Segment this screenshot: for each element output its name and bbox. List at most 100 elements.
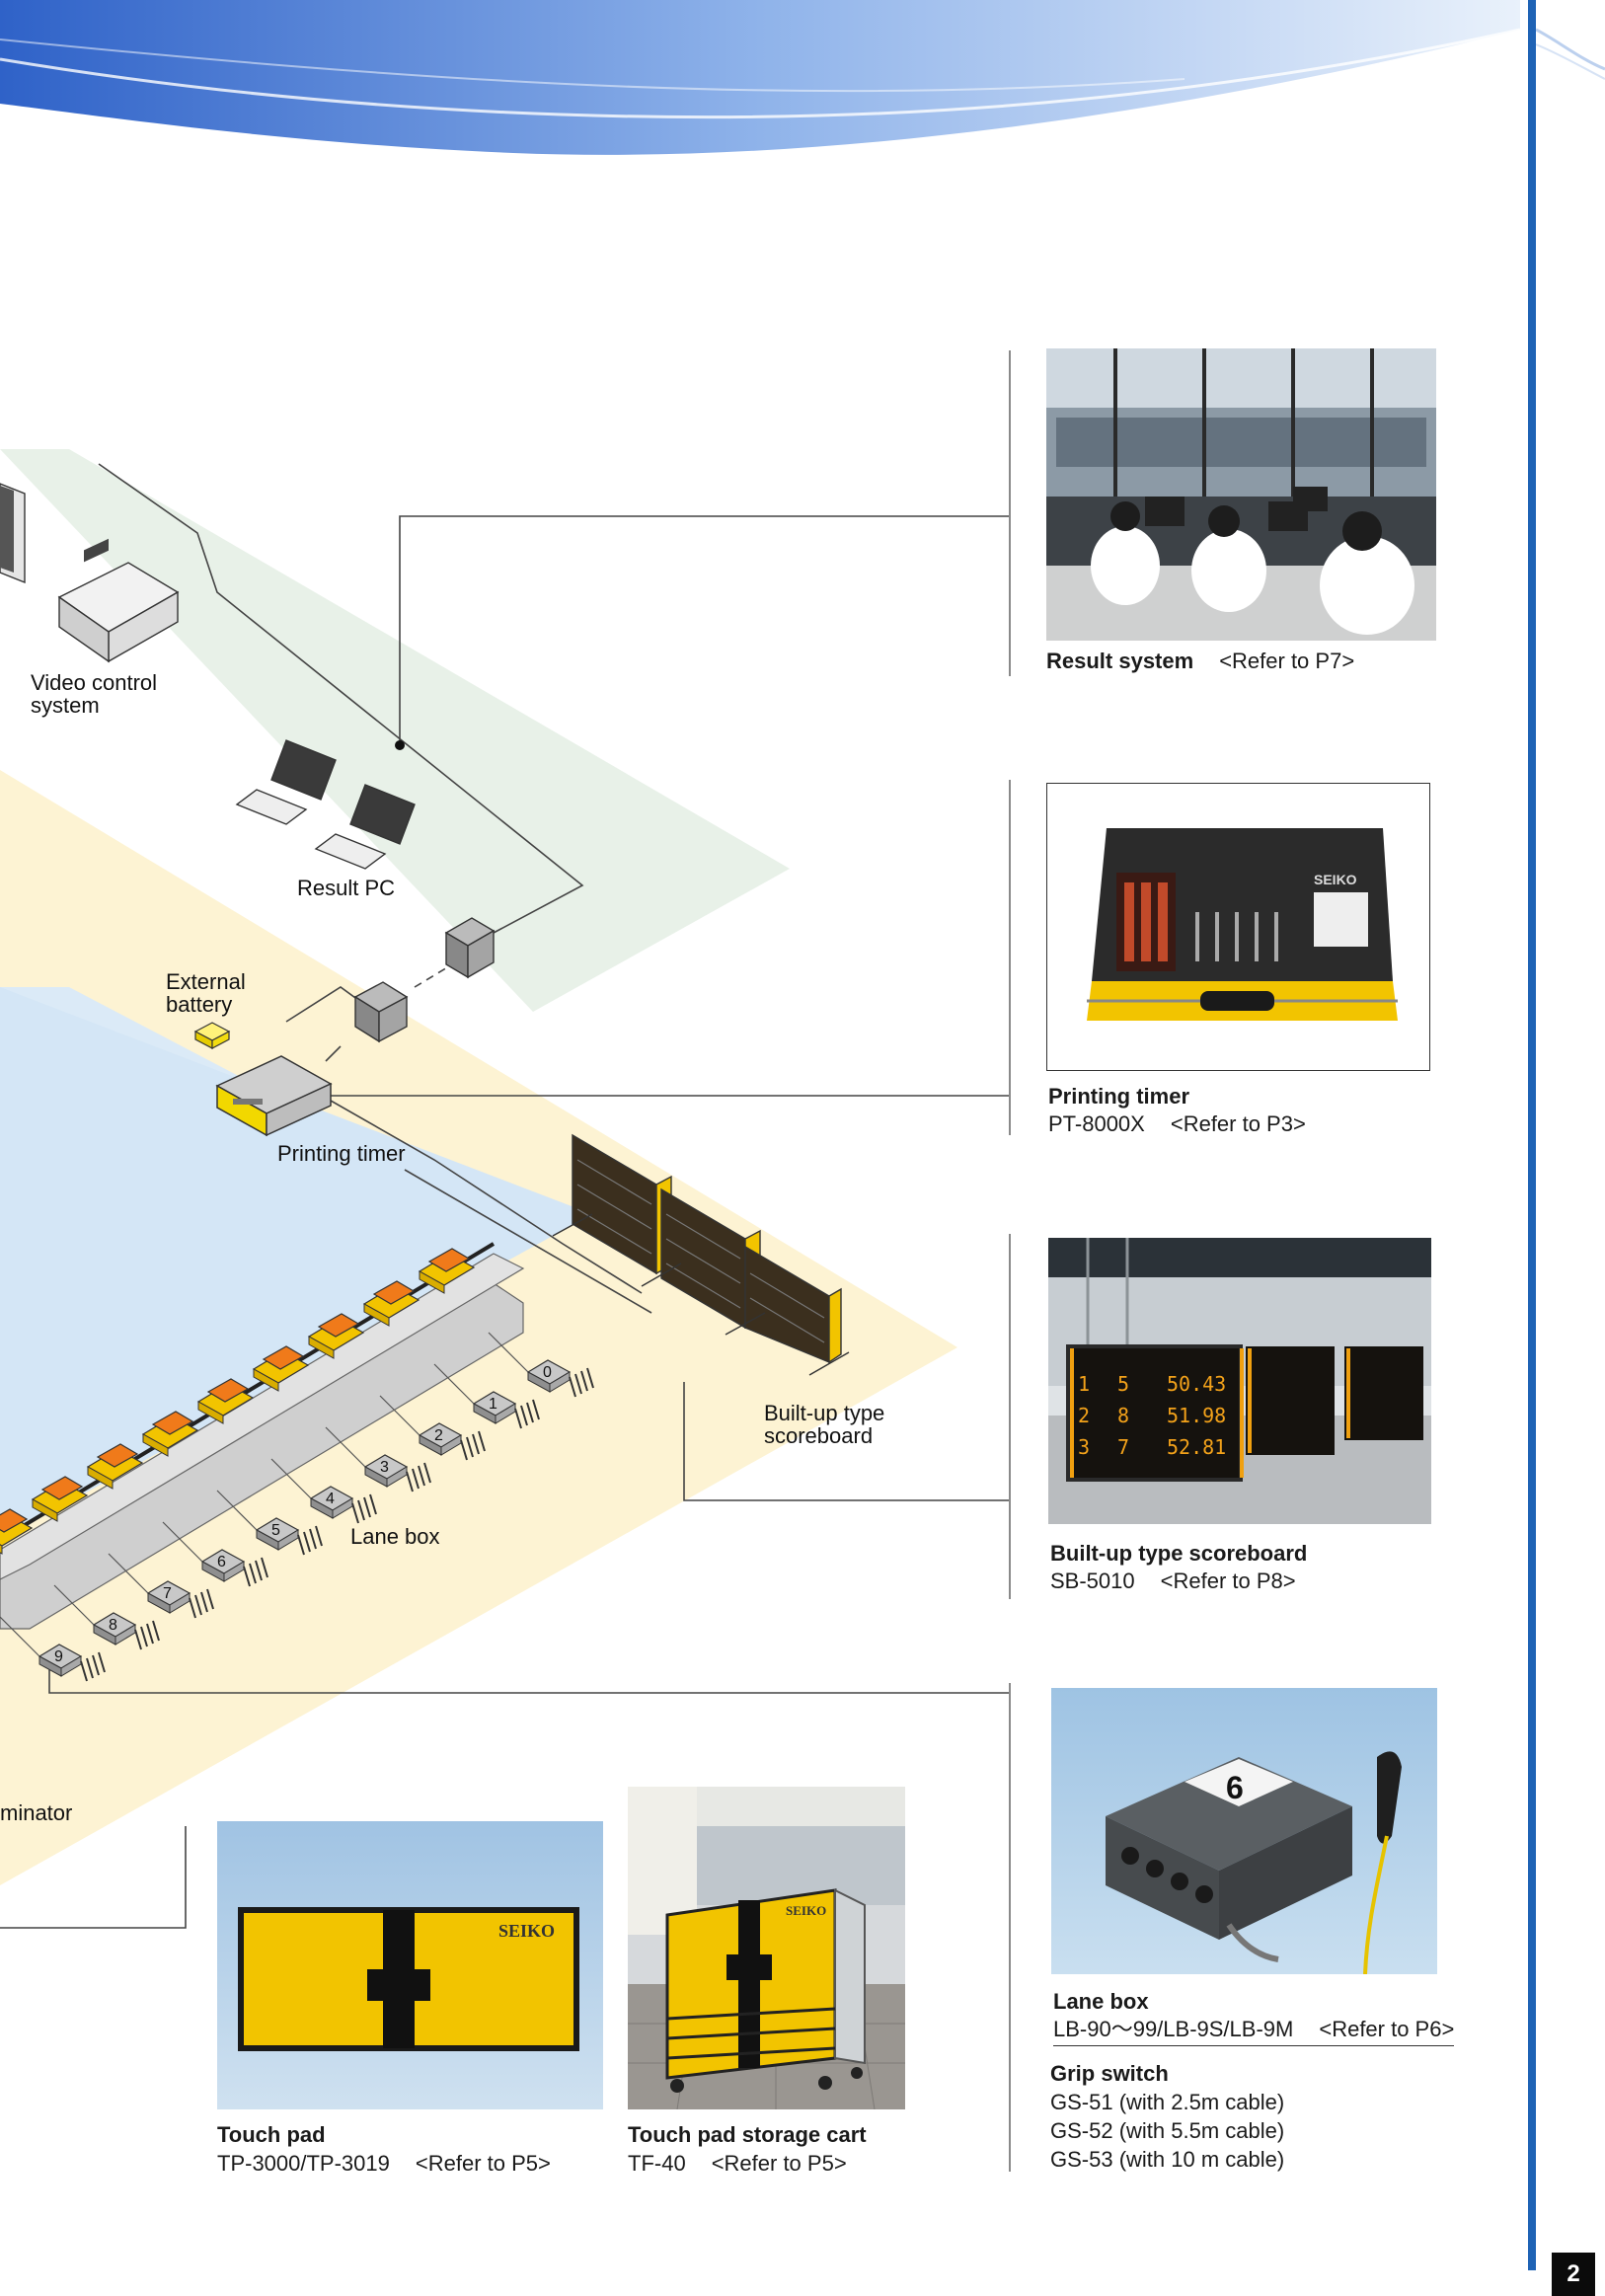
printing-timer-ref: <Refer to P3>: [1170, 1111, 1306, 1136]
lane-cable: [270, 1458, 312, 1499]
scoreboard-cell: 1: [1078, 1372, 1090, 1396]
starting-block: [362, 1280, 420, 1327]
starting-block: [141, 1411, 199, 1457]
lane-number: 9: [54, 1648, 63, 1665]
lane-box-badge: 6: [1226, 1770, 1244, 1805]
junction-dot: [395, 740, 405, 750]
timer-brand: SEIKO: [1314, 872, 1357, 887]
lane-box-ref: <Refer to P6>: [1319, 2017, 1455, 2041]
starting-block: [31, 1476, 89, 1522]
scoreboard-ref: <Refer to P8>: [1160, 1569, 1296, 1593]
lane-number: 3: [380, 1459, 389, 1476]
lane-box-photo: 6: [1051, 1688, 1437, 1974]
touch-pad-model: TP-3000/TP-3019: [217, 2151, 390, 2176]
lane-number: 2: [434, 1427, 443, 1444]
storage-cart-brand: SEIKO: [786, 1903, 826, 1918]
lane-number: 5: [271, 1522, 280, 1539]
scoreboard-caption: Built-up type scoreboard SB-5010 <Refer t…: [1050, 1540, 1307, 1595]
lane-number: 0: [543, 1364, 552, 1381]
lane-box-unit: 9: [38, 1644, 106, 1682]
lane-box-unit: 1: [472, 1391, 540, 1429]
right-wave: [1536, 28, 1605, 80]
starting-block: [307, 1313, 365, 1359]
lanebox-line: [48, 1668, 1009, 1694]
lane-box-model: LB-90～99/LB-9S/LB-9M: [1053, 2017, 1294, 2041]
control-zone: [0, 449, 790, 1012]
separator-scoreboard: [1009, 1234, 1011, 1599]
touch-pad-title: Touch pad: [217, 2122, 326, 2147]
printing-timer-caption: Printing timer PT-8000X <Refer to P3>: [1048, 1083, 1306, 1138]
lane-number: 6: [217, 1554, 226, 1570]
external-battery: [193, 1022, 231, 1049]
scoreboard-line: [683, 1382, 1009, 1501]
lane-number: 8: [109, 1617, 117, 1634]
grip-switch-model: GS-53 (with 10 m cable): [1050, 2147, 1285, 2172]
result-system-title: Result system: [1046, 649, 1194, 673]
header-wave: [0, 0, 1521, 155]
grip-switch-model: GS-51 (with 2.5m cable): [1050, 2090, 1285, 2114]
lane-cable: [162, 1521, 203, 1563]
right-accent-bar: [1528, 0, 1536, 2270]
storage-cart-caption: Touch pad storage cart TF-40 <Refer to P5…: [628, 2120, 867, 2178]
starting-block: [196, 1378, 255, 1424]
grip-switch-title: Grip switch: [1050, 2061, 1169, 2086]
storage-cart-title: Touch pad storage cart: [628, 2122, 867, 2147]
scoreboard-title: Built-up type scoreboard: [1050, 1541, 1308, 1566]
printing-timer-unit: [215, 1055, 333, 1137]
scoreboard-cell: 5: [1117, 1372, 1129, 1396]
lane-box-unit: 7: [146, 1580, 214, 1619]
separator-lanebox: [1009, 1683, 1011, 2172]
lane-cable: [53, 1584, 95, 1626]
lane-cable: [325, 1426, 366, 1468]
starting-block: [252, 1345, 310, 1392]
storage-cart-photo: SEIKO: [628, 1787, 905, 2109]
lane-number: 4: [326, 1491, 335, 1507]
starting-block: [0, 1508, 34, 1555]
label-result-pc: Result PC: [297, 876, 396, 900]
result-system-photo: [1046, 348, 1436, 641]
storage-cart-ref: <Refer to P5>: [711, 2151, 847, 2176]
lane-box-unit: 5: [255, 1517, 323, 1556]
result-system-caption: Result system<Refer to P7>: [1046, 649, 1354, 674]
lane-box-unit: 4: [309, 1486, 377, 1524]
scoreboard-cell: 3: [1078, 1435, 1090, 1459]
lane-box-unit: 0: [526, 1359, 594, 1398]
separator-result: [1009, 350, 1011, 676]
video-control-equipment: [0, 483, 180, 663]
printing-timer-model: PT-8000X: [1048, 1111, 1145, 1136]
scoreboard-cell: 2: [1078, 1404, 1090, 1427]
pool-deck-edge: [0, 1242, 525, 1630]
touch-pad-ref: <Refer to P5>: [415, 2151, 551, 2176]
pool-water: [0, 987, 592, 1540]
lane-box-unit: 8: [92, 1612, 160, 1650]
lane-cable: [488, 1332, 529, 1373]
starting-block: [418, 1248, 476, 1294]
scoreboard-model: SB-5010: [1050, 1569, 1135, 1593]
lane-cable: [0, 1616, 40, 1657]
scoreboard-cell: 51.98: [1167, 1404, 1226, 1427]
lane-cable: [216, 1490, 258, 1531]
grip-switch-caption: Grip switch GS-51 (with 2.5m cable) GS-5…: [1050, 2059, 1284, 2174]
scoreboard-cell: 8: [1117, 1404, 1129, 1427]
page-number: 2: [1552, 2253, 1595, 2296]
lane-box-unit: 3: [363, 1454, 431, 1492]
scoreboard-cell: 7: [1117, 1435, 1129, 1459]
lane-number: 7: [163, 1585, 172, 1602]
scoreboard-cell: 50.43: [1167, 1372, 1226, 1396]
lane-box-unit: 6: [200, 1549, 268, 1587]
touch-pad-brand: SEIKO: [498, 1921, 555, 1941]
printing-timer-title: Printing timer: [1048, 1084, 1190, 1109]
storage-cart-model: TF-40: [628, 2151, 686, 2176]
label-illuminator: minator: [0, 1800, 73, 1825]
lane-boxes: 01 2 3 4 5 6 7 8 9: [0, 1332, 594, 1682]
printing-timer-photo: SEIKO: [1046, 783, 1430, 1071]
lane-box-unit: 2: [418, 1422, 486, 1461]
lane-cable: [379, 1395, 420, 1436]
separator-timer: [1009, 780, 1011, 1135]
starting-block: [86, 1443, 144, 1490]
